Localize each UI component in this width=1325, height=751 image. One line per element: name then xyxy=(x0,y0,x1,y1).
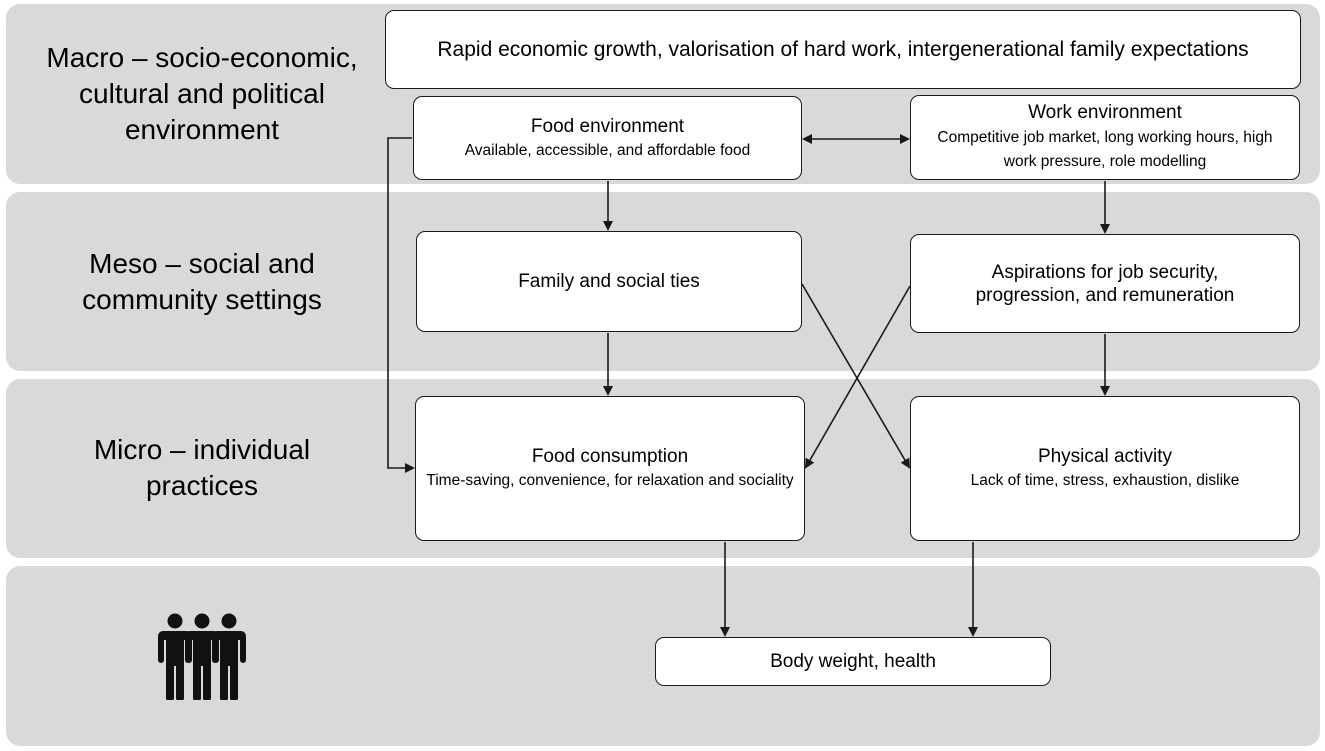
food-environment-title: Food environment xyxy=(530,115,685,137)
macro-drivers-box: Rapid economic growth, valorisation of h… xyxy=(385,10,1301,89)
food-consumption-title: Food consumption xyxy=(531,446,689,467)
work-environment-detail: Competitive job market, long working hou… xyxy=(937,129,1273,170)
family-social-ties-title: Family and social ties xyxy=(518,271,700,292)
arrow-family-physical xyxy=(801,283,911,469)
macro-drivers-text: Rapid economic growth, valorisation of h… xyxy=(437,37,1249,61)
macro-level-label: Macro – socio-economic, cultural and pol… xyxy=(46,42,358,145)
food-consumption-detail: Time-saving, convenience, for relaxation… xyxy=(426,472,794,489)
body-weight-health-box: Body weight, health xyxy=(655,637,1051,686)
physical-activity-title: Physical activity xyxy=(1037,446,1173,467)
food-environment-box: Food environment Available, accessible, … xyxy=(413,96,802,180)
food-consumption-box: Food consumption Time-saving, convenienc… xyxy=(415,396,805,541)
work-environment-box: Work environment Competitive job market,… xyxy=(910,95,1300,180)
micro-level-label: Micro – individual practices xyxy=(93,434,311,501)
physical-activity-detail: Lack of time, stress, exhaustion, dislik… xyxy=(970,472,1240,489)
work-environment-title: Work environment xyxy=(1028,102,1182,123)
job-aspirations-box: Aspirations for job security, progressio… xyxy=(910,234,1300,333)
body-weight-health-title: Body weight, health xyxy=(770,651,936,672)
arrow-food-env-food-consumption xyxy=(387,137,415,473)
job-aspirations-title: Aspirations for job security, progressio… xyxy=(975,261,1235,306)
food-environment-detail: Available, accessible, and affordable fo… xyxy=(464,141,751,159)
people-group-icon xyxy=(158,613,246,700)
meso-level-label: Meso – social and community settings xyxy=(82,248,322,315)
arrow-aspirations-food-consumption xyxy=(805,285,911,469)
family-social-ties-box: Family and social ties xyxy=(416,231,802,332)
physical-activity-box: Physical activity Lack of time, stress, … xyxy=(910,396,1300,541)
